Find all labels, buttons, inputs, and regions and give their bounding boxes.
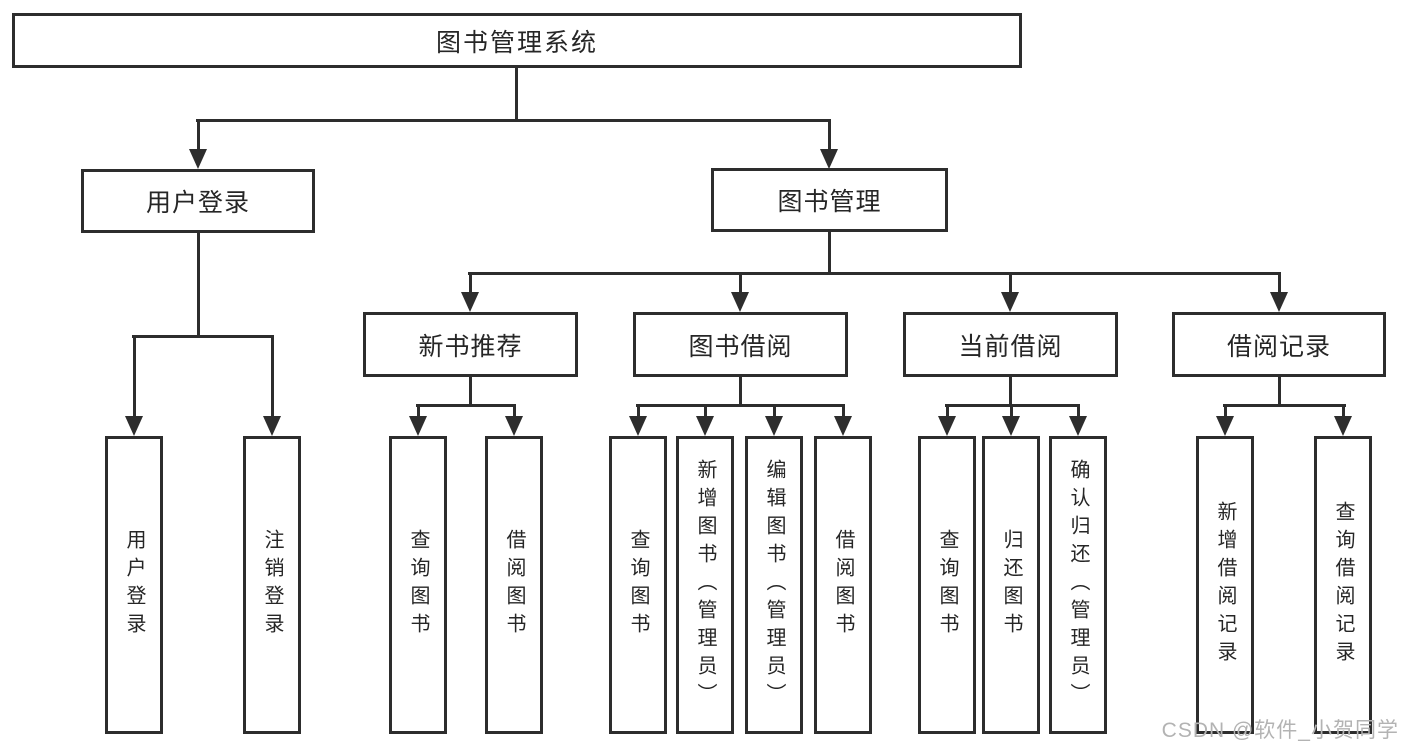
connector-stem	[1077, 404, 1080, 417]
connector-stem	[773, 404, 776, 417]
connector-stem	[513, 404, 516, 417]
arrow-down-icon	[461, 292, 479, 312]
node-label: 图书借阅	[688, 332, 793, 361]
arrow-down-icon	[1270, 292, 1288, 312]
node-label: 图书管理系统	[435, 28, 598, 57]
node-current-borrow: 当前借阅	[903, 312, 1118, 377]
arrow-down-icon	[1216, 416, 1234, 436]
connector-hline	[1223, 404, 1346, 407]
node-book-borrow: 图书借阅	[633, 312, 848, 377]
leaf-add-books-admin: 新增图书（管理员）	[676, 436, 734, 734]
connector-userlogin-vline	[197, 232, 200, 336]
connector-root-vline	[515, 66, 518, 120]
leaf-borrow-books: 借阅图书	[814, 436, 872, 734]
node-label: 当前借阅	[958, 332, 1063, 361]
leaf-query-books-borrow: 查询图书	[609, 436, 667, 734]
connector-root-hline	[196, 119, 831, 122]
leaf-user-login: 用户登录	[105, 436, 163, 734]
leaf-label: 注销登录	[261, 529, 283, 641]
arrow-down-icon	[731, 292, 749, 312]
connector-bookmgmt-hline	[468, 272, 1281, 275]
connector-hline	[636, 404, 845, 407]
connector-bookmgmt-vline	[828, 231, 831, 273]
leaf-borrow-books-recommend: 借阅图书	[485, 436, 543, 734]
connector-hline	[416, 404, 516, 407]
leaf-label: 查询图书	[936, 529, 958, 641]
connector-vline	[739, 376, 742, 405]
connector-stem	[1342, 404, 1345, 417]
node-borrow-records: 借阅记录	[1172, 312, 1386, 377]
connector-stem	[842, 404, 845, 417]
connector-stem	[1009, 272, 1012, 293]
leaf-label: 查询图书	[407, 529, 429, 641]
arrow-down-icon	[1002, 416, 1020, 436]
leaf-label: 查询图书	[627, 529, 649, 641]
connector-vline	[1009, 376, 1012, 405]
arrow-down-icon	[1001, 292, 1019, 312]
leaf-label: 查询借阅记录	[1332, 501, 1354, 669]
connector-stem	[1010, 404, 1013, 417]
node-label: 用户登录	[145, 189, 250, 217]
node-label: 借阅记录	[1226, 332, 1331, 361]
node-new-book-recommend: 新书推荐	[363, 312, 578, 377]
arrow-down-icon	[505, 416, 523, 436]
connector-userlogin-hline	[132, 335, 274, 338]
leaf-query-books-recommend: 查询图书	[389, 436, 447, 734]
leaf-confirm-return-admin: 确认归还（管理员）	[1049, 436, 1107, 734]
arrow-down-icon	[1069, 416, 1087, 436]
leaf-add-borrow-record: 新增借阅记录	[1196, 436, 1254, 734]
arrow-down-icon	[938, 416, 956, 436]
leaf-label: 确认归还（管理员）	[1067, 459, 1089, 711]
leaf-query-borrow-record: 查询借阅记录	[1314, 436, 1372, 734]
node-book-management: 图书管理	[711, 168, 948, 232]
leaf-label: 归还图书	[1000, 529, 1022, 641]
connector-stem	[469, 272, 472, 293]
csdn-watermark: CSDN @软件_小贺同学	[1161, 719, 1399, 742]
connector-stem	[417, 404, 420, 417]
leaf-query-books-current: 查询图书	[918, 436, 976, 734]
node-system-root: 图书管理系统	[12, 13, 1022, 68]
connector-stem	[1278, 272, 1281, 293]
arrow-down-icon	[765, 416, 783, 436]
leaf-label: 借阅图书	[503, 529, 525, 641]
node-label: 图书管理	[777, 188, 882, 216]
arrow-down-icon	[834, 416, 852, 436]
arrow-down-icon	[696, 416, 714, 436]
connector-stem	[828, 119, 831, 150]
arrow-down-icon	[820, 149, 838, 169]
connector-stem	[1224, 404, 1227, 417]
connector-stem	[197, 119, 200, 150]
arrow-down-icon	[189, 149, 207, 169]
arrow-down-icon	[263, 416, 281, 436]
leaf-edit-books-admin: 编辑图书（管理员）	[745, 436, 803, 734]
arrow-down-icon	[1334, 416, 1352, 436]
leaf-label: 用户登录	[123, 529, 145, 641]
node-label: 新书推荐	[418, 332, 523, 361]
leaf-return-books: 归还图书	[982, 436, 1040, 734]
arrow-down-icon	[125, 416, 143, 436]
leaf-label: 借阅图书	[832, 529, 854, 641]
leaf-label: 新增图书（管理员）	[694, 459, 716, 711]
leaf-label: 新增借阅记录	[1214, 501, 1236, 669]
connector-stem	[704, 404, 707, 417]
leaf-label: 编辑图书（管理员）	[763, 459, 785, 711]
leaf-logout: 注销登录	[243, 436, 301, 734]
arrow-down-icon	[409, 416, 427, 436]
connector-stem	[271, 335, 274, 417]
connector-stem	[739, 272, 742, 293]
node-user-login: 用户登录	[81, 169, 315, 233]
connector-stem	[133, 335, 136, 417]
connector-stem	[637, 404, 640, 417]
connector-vline	[1278, 376, 1281, 405]
connector-stem	[946, 404, 949, 417]
arrow-down-icon	[629, 416, 647, 436]
connector-vline	[469, 376, 472, 405]
